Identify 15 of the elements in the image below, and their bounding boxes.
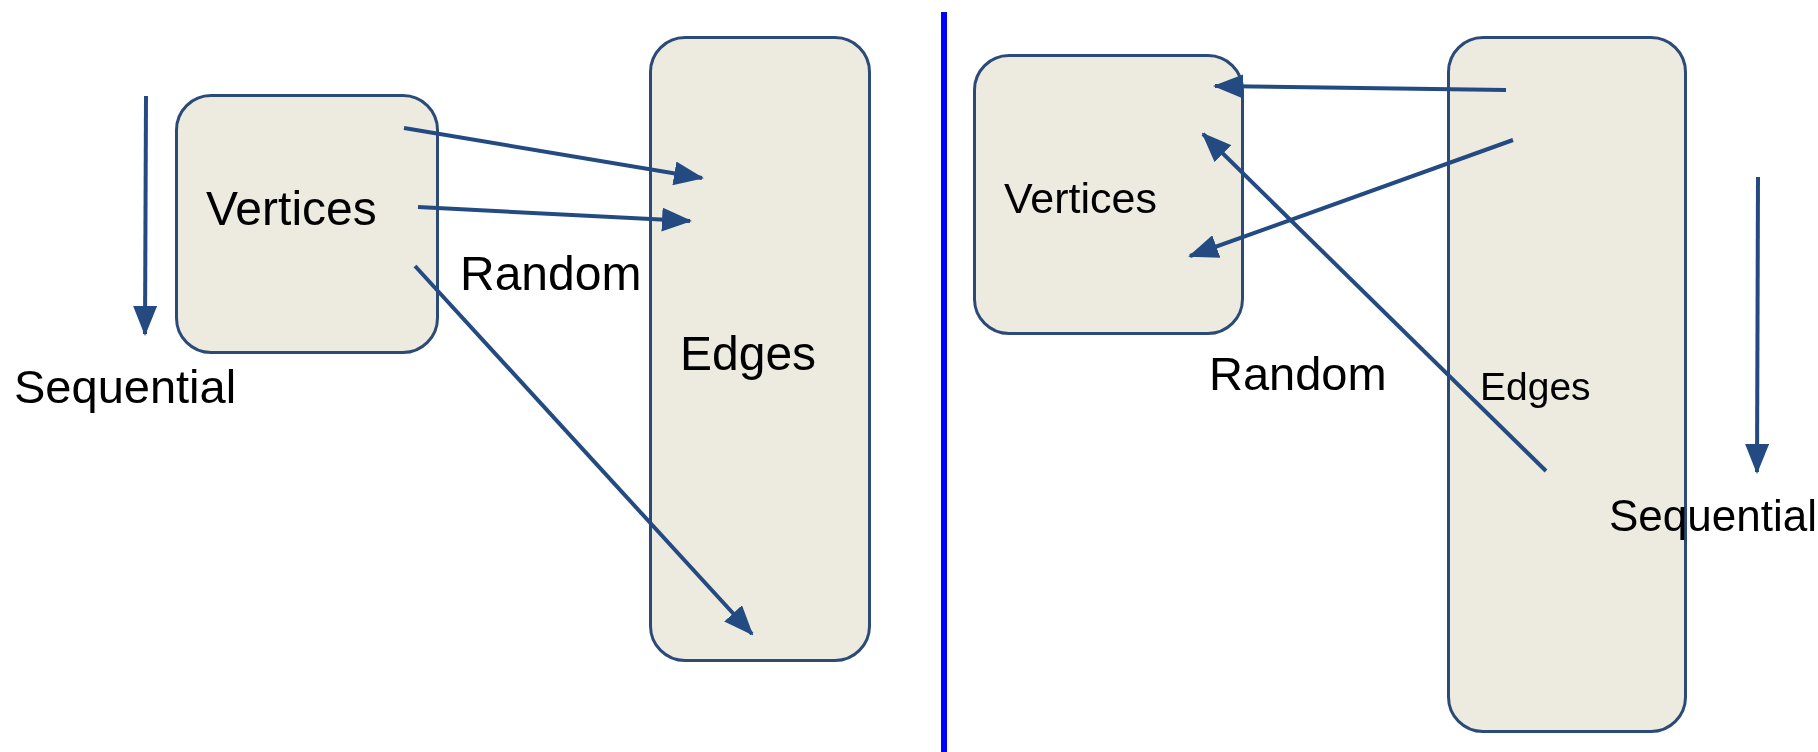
node-label: Edges [680,330,817,378]
rounded-box [175,94,439,354]
arrow [1201,132,1548,473]
arrow [1188,138,1514,258]
arrow [1213,74,1507,99]
rounded-box [649,36,871,662]
text-label: Random [460,250,642,298]
text-label: Random [1209,349,1387,397]
arrow [403,126,704,186]
node-label: Vertices [1004,176,1157,220]
arrow [417,205,692,232]
node-label: Edges [1480,366,1591,406]
rounded-box [973,54,1244,335]
node-label: Vertices [206,185,377,233]
arrow [413,264,754,636]
